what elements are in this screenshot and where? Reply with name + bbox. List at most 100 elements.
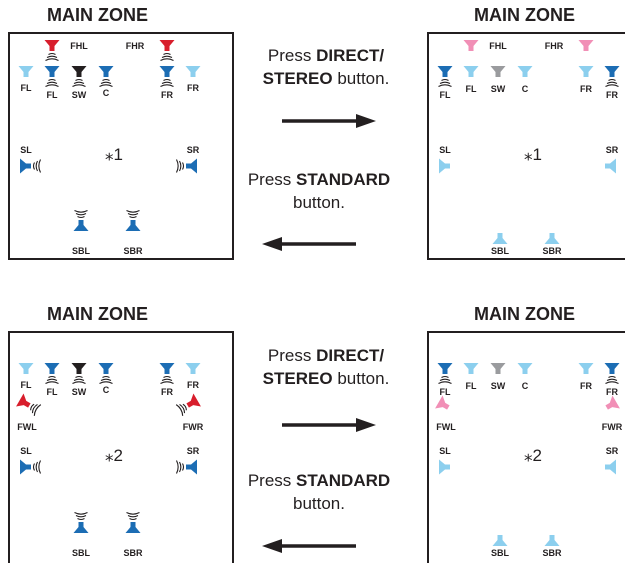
label-sw: SW (71, 387, 87, 397)
label-sr: SR (186, 145, 200, 155)
label-fl-outer: FL (20, 83, 32, 93)
label-fhl: FHL (70, 41, 88, 51)
speaker-sbr-icon (124, 210, 142, 243)
stereo-button-label: STEREO (262, 69, 333, 88)
standard-button-label: STANDARD (296, 471, 391, 490)
instruction-standard-top: Press STANDARD button. (248, 168, 390, 214)
speaker-fl-outer-icon (436, 64, 454, 90)
speaker-sbr-icon (124, 512, 142, 545)
speaker-fwl-icon (16, 393, 42, 421)
direct-button-label: DIRECT/ (316, 46, 385, 65)
label-sbl: SBL (72, 548, 90, 558)
label-sbl: SBL (491, 548, 509, 558)
label-sw: SW (490, 84, 506, 94)
label-fwr: FWR (182, 422, 204, 432)
speaker-sr-icon (176, 158, 200, 184)
instruction-standard-bottom: Press STANDARD button. (248, 469, 390, 515)
speaker-fl-inner-icon (462, 64, 480, 90)
speaker-fwr-icon (175, 393, 201, 421)
label-sr: SR (186, 446, 200, 456)
speaker-fhr-icon (577, 38, 595, 64)
speaker-sbl-icon (491, 230, 509, 256)
instruction-direct-stereo-top: Press DIRECT/ STEREO button. (263, 44, 390, 90)
speaker-sl-icon (17, 459, 41, 485)
speaker-sw-icon (70, 64, 88, 90)
zone-title-top-right: MAIN ZONE (474, 5, 575, 25)
button-suffix: button. (292, 193, 345, 212)
label-sl: SL (439, 145, 451, 155)
speaker-fl-outer-icon (17, 361, 35, 387)
press-text: Press (247, 170, 292, 189)
label-c: C (102, 88, 110, 98)
label-fr-outer: FR (606, 90, 618, 100)
zone-title-top-left: MAIN ZONE (47, 5, 148, 25)
speaker-fr-outer-icon (184, 64, 202, 90)
label-sbl: SBL (72, 246, 90, 256)
speaker-fr-outer-icon (184, 361, 202, 387)
press-text: Press (267, 46, 312, 65)
left-arrow-icon (262, 539, 356, 553)
label-fhr: FHR (125, 41, 145, 51)
speaker-fr-outer-icon (603, 361, 621, 387)
label-c: C (521, 84, 529, 94)
speaker-sbr-icon (543, 532, 561, 558)
speaker-sl-icon (17, 158, 41, 184)
label-fl-inner: FL (46, 90, 58, 100)
label-sbr: SBR (123, 548, 143, 558)
button-suffix: button. (337, 369, 390, 388)
right-arrow-icon (282, 418, 376, 432)
speaker-sl-icon (436, 459, 454, 485)
right-arrow-icon (282, 114, 376, 128)
label-fl-inner: FL (465, 84, 477, 94)
zone-title-bottom-left: MAIN ZONE (47, 304, 148, 324)
label-sl: SL (20, 446, 32, 456)
speaker-layout-top-left: FHL FHR FL FL SW C FR FR SL ⁎1 SR SBL SB… (8, 32, 234, 260)
speaker-fl-inner-icon (43, 64, 61, 90)
speaker-fl-outer-icon (17, 64, 35, 90)
label-fr-outer: FR (187, 83, 199, 93)
speaker-fhl-icon (43, 38, 61, 64)
speaker-fl-inner-icon (43, 361, 61, 387)
press-text: Press (267, 346, 312, 365)
speaker-fr-inner-icon (158, 361, 176, 387)
speaker-fwl-icon (435, 395, 453, 423)
speaker-c-icon (516, 361, 534, 387)
label-sw: SW (490, 381, 506, 391)
speaker-fr-outer-icon (603, 64, 621, 90)
label-fl-inner: FL (46, 387, 58, 397)
label-fr-outer: FR (606, 387, 618, 397)
speaker-fr-inner-icon (158, 64, 176, 90)
label-sl: SL (20, 145, 32, 155)
speaker-c-icon (97, 361, 115, 387)
speaker-sw-icon (489, 64, 507, 90)
speaker-fr-inner-icon (577, 64, 595, 90)
label-fwl: FWL (17, 422, 37, 432)
speaker-layout-top-right: FHL FHR FL FL SW C FR FR SL ⁎1 SR SBL SB… (427, 32, 625, 260)
speaker-sbl-icon (491, 532, 509, 558)
note-marker: ⁎2 (105, 446, 123, 465)
speaker-layout-bottom-right: FL FL SW C FR FR FWL FWR SL ⁎2 SR SBL SB… (427, 331, 625, 563)
speaker-sl-icon (436, 158, 454, 184)
speaker-c-icon (97, 64, 115, 90)
note-marker: ⁎2 (524, 446, 542, 465)
direct-button-label: DIRECT/ (316, 346, 385, 365)
label-sr: SR (605, 145, 619, 155)
label-sbr: SBR (542, 246, 562, 256)
label-sbr: SBR (123, 246, 143, 256)
speaker-sw-icon (489, 361, 507, 387)
label-sbr: SBR (542, 548, 562, 558)
button-suffix: button. (337, 69, 390, 88)
label-c: C (102, 385, 110, 395)
speaker-sbl-icon (72, 210, 90, 243)
speaker-fhl-icon (462, 38, 480, 64)
speaker-sw-icon (70, 361, 88, 387)
stereo-button-label: STEREO (262, 369, 333, 388)
speaker-fl-inner-icon (462, 361, 480, 387)
speaker-sr-icon (601, 459, 619, 485)
label-sl: SL (439, 446, 451, 456)
label-fhr: FHR (544, 41, 564, 51)
instruction-direct-stereo-bottom: Press DIRECT/ STEREO button. (263, 344, 390, 390)
speaker-c-icon (516, 64, 534, 90)
label-fr-inner: FR (161, 90, 173, 100)
label-fl-outer: FL (439, 387, 451, 397)
